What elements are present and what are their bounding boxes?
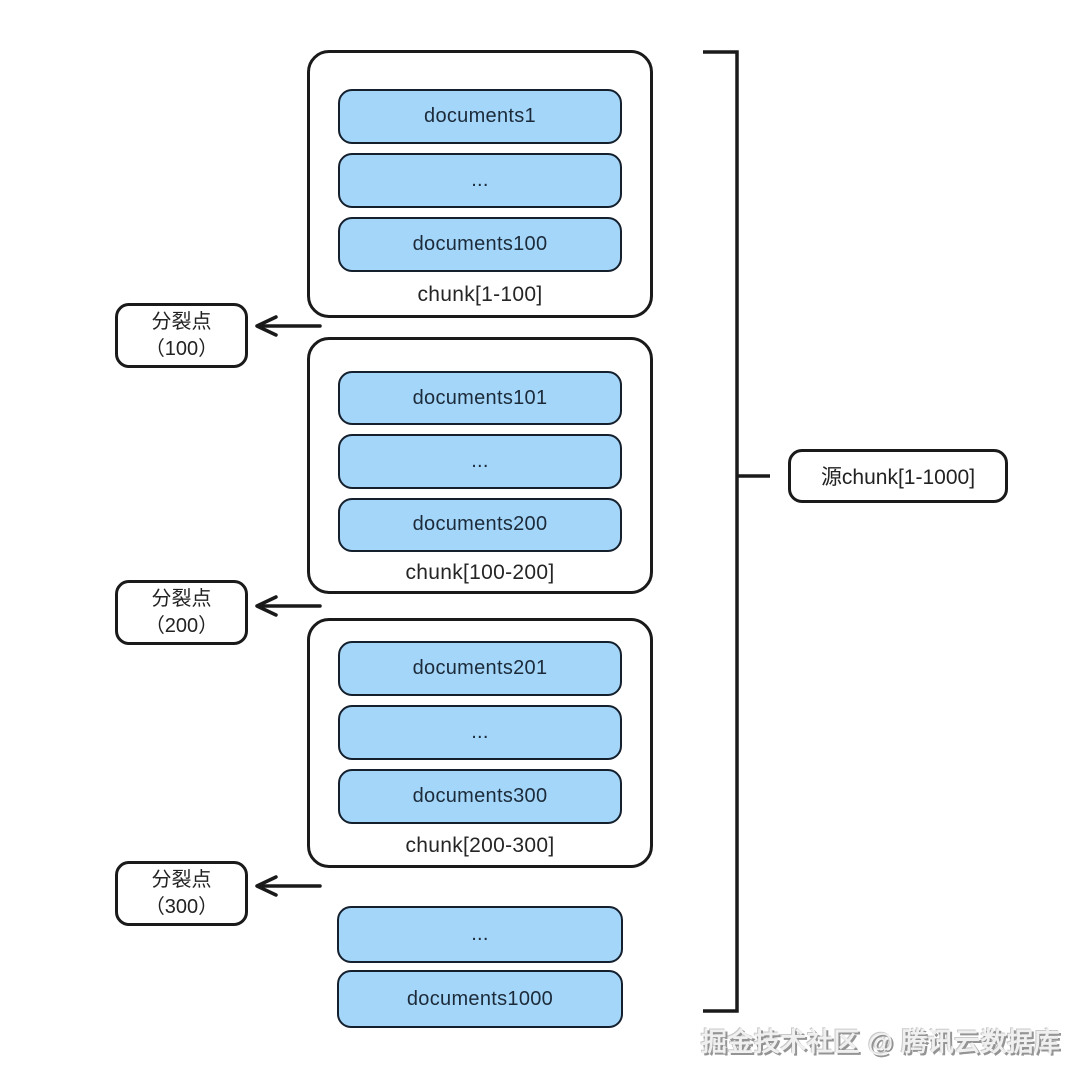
split-point-title: 分裂点 — [151, 587, 212, 610]
split-point-title: 分裂点 — [151, 310, 212, 333]
source-bracket — [703, 50, 739, 1013]
document-box: documents200 — [338, 497, 622, 552]
document-box: documents101 — [338, 371, 622, 426]
document-ellipsis-box: ... — [338, 153, 622, 208]
document-ellipsis-box: ... — [338, 434, 622, 489]
document-box: documents201 — [338, 641, 622, 696]
document-box: documents1000 — [337, 970, 623, 1028]
chunk-range-label: chunk[100-200] — [405, 560, 555, 584]
split-point-box-300: 分裂点 （300） — [115, 861, 248, 926]
split-arrow-3 — [255, 875, 322, 897]
document-box: documents300 — [338, 769, 622, 824]
chunk-range-label: chunk[200-300] — [405, 834, 555, 857]
document-ellipsis-box: ... — [337, 906, 623, 963]
chunk-box-2: documents101 ... documents200 chunk[100-… — [307, 337, 653, 594]
split-point-box-100: 分裂点 （100） — [115, 303, 248, 368]
split-point-value: （200） — [144, 614, 219, 637]
document-ellipsis-box: ... — [338, 705, 622, 760]
source-chunk-label: 源chunk[1-1000] — [820, 466, 976, 489]
document-box: documents100 — [338, 217, 622, 272]
split-point-title: 分裂点 — [151, 868, 212, 891]
chunk-range-label: chunk[1-100] — [417, 283, 543, 306]
split-point-value: （100） — [144, 337, 219, 360]
split-arrow-2 — [255, 595, 322, 617]
chunk-box-3: documents201 ... documents300 chunk[200-… — [307, 618, 653, 868]
split-point-box-200: 分裂点 （200） — [115, 580, 248, 645]
document-box: documents1 — [338, 89, 622, 144]
watermark-text: 掘金技术社区 @ 腾讯云数据库 — [701, 1027, 1061, 1057]
split-point-value: （300） — [144, 895, 219, 918]
split-arrow-1 — [255, 315, 322, 337]
chunk-box-1: documents1 ... documents100 chunk[1-100] — [307, 50, 653, 318]
source-chunk-box: 源chunk[1-1000] — [788, 449, 1008, 503]
